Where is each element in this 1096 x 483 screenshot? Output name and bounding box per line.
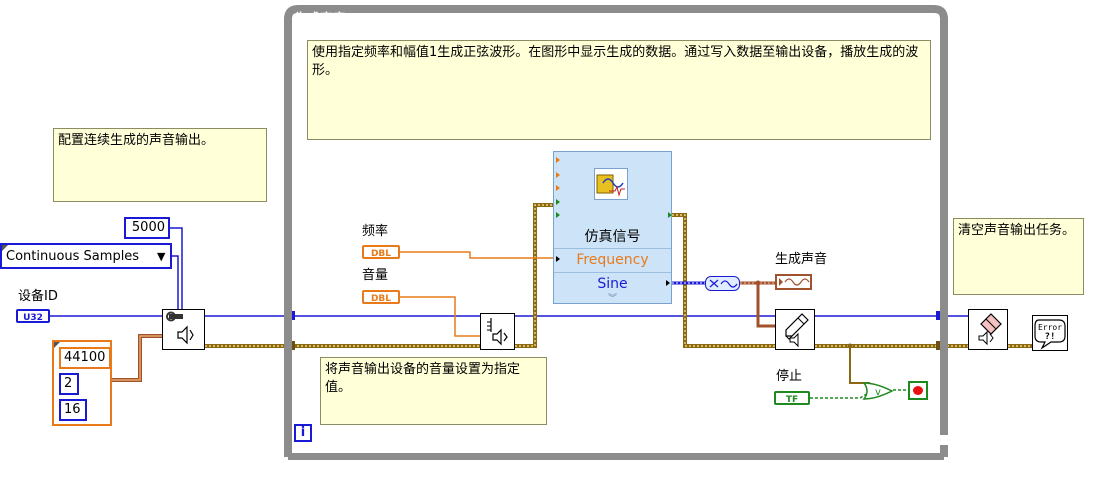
sample-rate-constant[interactable]: 44100 xyxy=(59,347,111,369)
svg-text:?!: ?! xyxy=(1045,332,1056,342)
error-bubble-icon: Error ?! xyxy=(1034,319,1066,350)
simple-error-handler-vi[interactable]: Error ?! xyxy=(1032,315,1068,351)
loop-title: 生成声音 xyxy=(294,12,347,27)
samples-constant[interactable]: 5000 xyxy=(124,217,170,239)
frequency-label: 频率 xyxy=(362,224,389,239)
channels-constant[interactable]: 2 xyxy=(59,373,79,395)
waveform-graph-indicator[interactable] xyxy=(775,274,812,290)
device-id-control[interactable]: U32 xyxy=(16,309,50,323)
waveform-graph-icon xyxy=(779,278,810,286)
while-loop-frame[interactable] xyxy=(284,5,948,460)
loop-condition-terminal[interactable] xyxy=(908,381,928,400)
config-comment[interactable]: 配置连续生成的声音输出。 xyxy=(53,128,267,202)
simulate-signal-icon xyxy=(594,168,628,200)
waveform-wire-write[interactable] xyxy=(756,283,775,328)
waveform-convert-icon xyxy=(709,279,738,288)
express-vi-title: 仿真信号 xyxy=(584,229,641,245)
eraser-speaker-icon xyxy=(978,313,1002,346)
sound-output-clear-vi[interactable] xyxy=(968,309,1008,350)
device-id-label: 设备ID xyxy=(18,289,58,304)
svg-text:v: v xyxy=(875,387,881,398)
chevron-down-icon: ▼ xyxy=(157,250,166,263)
sound-output-set-volume-vi[interactable] xyxy=(480,313,515,350)
stop-label: 停止 xyxy=(776,369,803,384)
iteration-terminal[interactable]: i xyxy=(294,424,312,442)
stop-condition-icon xyxy=(913,386,923,395)
sound-format-cluster[interactable]: 44100 2 16 xyxy=(52,340,112,426)
express-vi-frequency-input[interactable]: Frequency xyxy=(554,248,671,271)
volume-wire[interactable] xyxy=(400,296,480,337)
or-gate-icon[interactable]: v xyxy=(862,381,896,401)
bits-constant[interactable]: 16 xyxy=(59,399,87,421)
sample-mode-ring[interactable]: Continuous Samples ▼ xyxy=(0,243,172,269)
frequency-control[interactable]: DBL xyxy=(362,245,400,259)
wrench-speaker-icon xyxy=(166,311,194,345)
sample-mode-wire[interactable] xyxy=(170,255,179,311)
svg-text:Error: Error xyxy=(1038,323,1062,332)
volume-comment[interactable]: 将声音输出设备的音量设置为指定值。 xyxy=(320,357,547,425)
frequency-wire[interactable] xyxy=(400,251,555,259)
loop-description-comment[interactable]: 使用指定频率和幅值1生成正弦波形。在图形中显示生成的数据。通过写入数据至输出设备… xyxy=(307,40,931,140)
samples-wire[interactable] xyxy=(170,227,183,311)
sound-output-write-vi[interactable] xyxy=(775,309,815,350)
express-vi-sine-output[interactable]: Sine xyxy=(554,272,671,295)
volume-speaker-icon xyxy=(487,318,508,346)
pencil-speaker-icon xyxy=(785,313,809,348)
sound-output-configure-vi[interactable] xyxy=(162,309,205,350)
volume-control[interactable]: DBL xyxy=(362,290,400,304)
graph-label: 生成声音 xyxy=(775,252,828,267)
stop-button-terminal[interactable]: TF xyxy=(774,391,810,405)
volume-label: 音量 xyxy=(362,268,389,283)
sample-mode-value: Continuous Samples xyxy=(6,249,140,264)
clear-comment[interactable]: 清空声音输出任务。 xyxy=(953,218,1084,295)
format-cluster-wire[interactable] xyxy=(112,334,162,382)
convert-dynamic-data-node[interactable] xyxy=(705,276,740,291)
expand-chevron-icon[interactable]: ︾ xyxy=(607,294,617,304)
simulate-signal-express-vi[interactable]: 仿真信号 Frequency Sine ︾ xyxy=(553,151,672,304)
